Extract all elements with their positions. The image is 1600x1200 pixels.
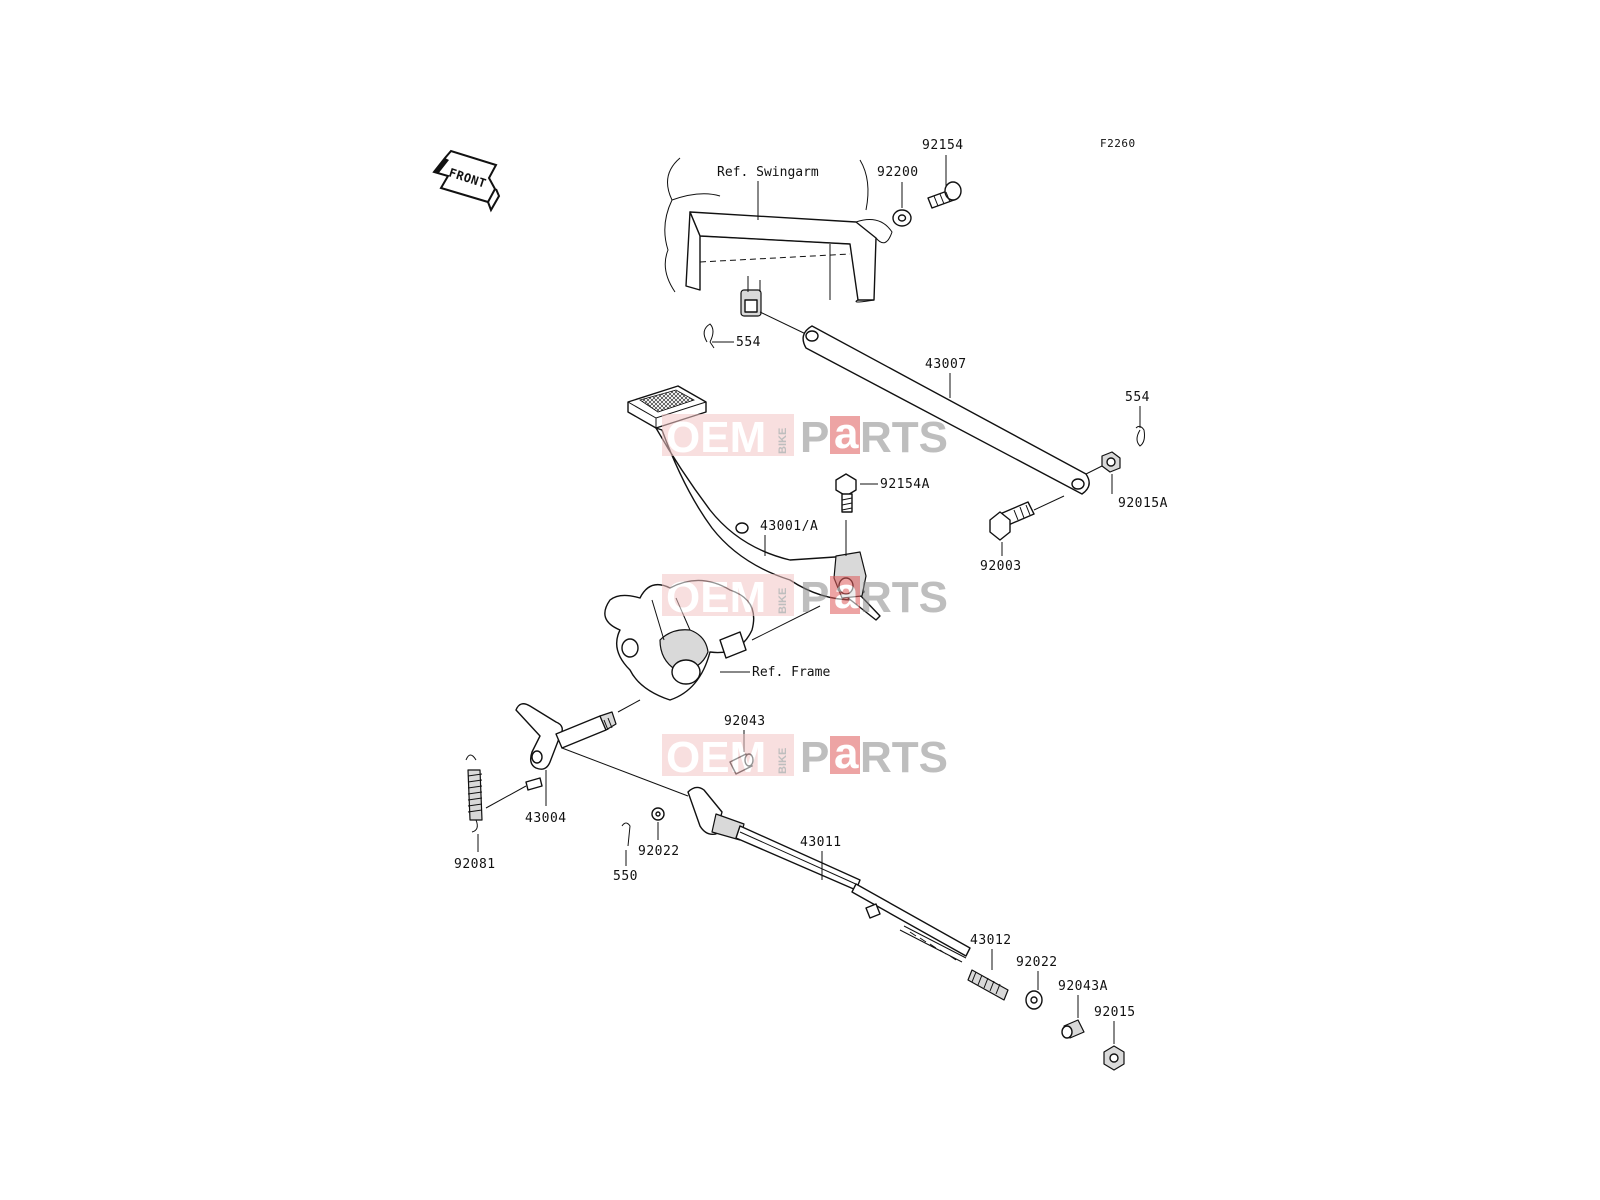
rod-43007 [802,325,1090,495]
svg-text:RTS: RTS [860,573,948,622]
svg-text:OEM: OEM [666,733,766,782]
svg-text:OEM: OEM [666,573,766,622]
callout-92022-right: 92022 [1016,955,1058,970]
svg-text:P: P [800,413,829,462]
callout-92043A: 92043A [1058,979,1108,994]
callout-92015A: 92015A [1118,496,1168,511]
spring-43012 [967,969,1009,1001]
callout-92081: 92081 [454,857,496,872]
bolt-92154 [927,181,962,209]
washer-92022-right [1025,990,1043,1010]
pin-92043A [1061,1019,1085,1039]
nut-92015A [1101,451,1121,473]
washer-92022-left [651,807,665,821]
callout-550: 550 [613,869,638,884]
nut-92015 [1103,1045,1125,1071]
ref-swingarm-label: Ref. Swingarm [717,165,819,180]
callout-92200: 92200 [877,165,919,180]
lever-43004 [515,703,617,791]
cotter-pin-554-top [703,323,715,349]
svg-text:OEM: OEM [666,413,766,462]
brake-rod-43011 [561,747,971,963]
svg-text:a: a [834,729,859,778]
washer-92200 [892,209,912,227]
callout-92003: 92003 [980,559,1022,574]
callout-43004: 43004 [525,811,567,826]
svg-text:BIKE: BIKE [777,588,789,614]
swingarm-reference [664,157,893,317]
callout-554-right: 554 [1125,390,1150,405]
callout-92154: 92154 [922,138,964,153]
svg-text:BIKE: BIKE [777,428,789,454]
ref-frame-label: Ref. Frame [752,665,830,680]
watermark-logo-2: OEM BIKE P a RTS [662,569,948,622]
svg-text:P: P [800,573,829,622]
callout-43001A: 43001/A [760,519,818,534]
callout-554-top: 554 [736,335,761,350]
spring-92081 [465,754,483,833]
callout-43012: 43012 [970,933,1012,948]
callout-92022-left: 92022 [638,844,680,859]
callout-92043: 92043 [724,714,766,729]
figure-code: F2260 [1100,137,1136,150]
svg-text:BIKE: BIKE [777,748,789,774]
bolt-92154A [835,473,857,513]
callout-92154A: 92154A [880,477,930,492]
svg-text:a: a [834,409,859,458]
bolt-92003 [989,501,1035,541]
svg-text:RTS: RTS [860,413,948,462]
svg-text:a: a [834,569,859,618]
cotter-pin-554-right [1135,425,1145,447]
watermark-logo-1: OEM BIKE P a RTS [662,409,948,462]
svg-text:RTS: RTS [860,733,948,782]
cotter-pin-550 [621,822,631,847]
front-arrow-icon: FRONT [432,149,501,213]
callout-43011: 43011 [800,835,842,850]
callout-92015: 92015 [1094,1005,1136,1020]
callout-43007: 43007 [925,357,967,372]
svg-text:P: P [800,733,829,782]
watermark-logo-3: OEM BIKE P a RTS [662,729,948,782]
